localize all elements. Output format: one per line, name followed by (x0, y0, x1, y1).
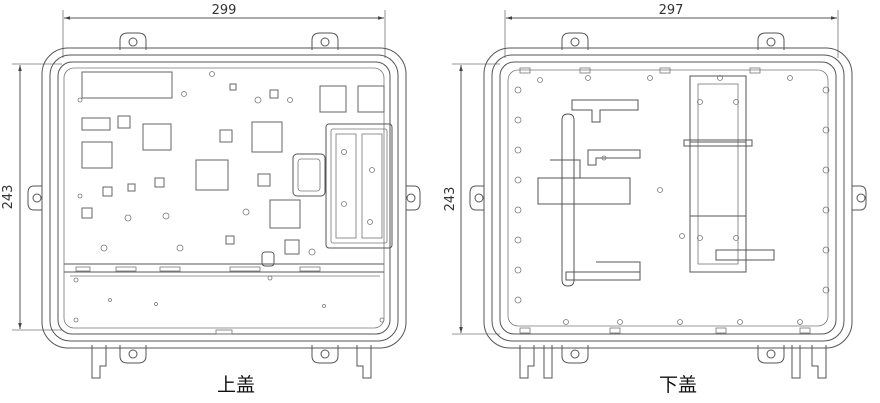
top-cover-cavity (63, 67, 385, 329)
bottom-cover-inner-outline (499, 61, 837, 335)
top-cover-outer-outline (41, 47, 407, 349)
top-cover-caption: 上盖 (217, 374, 255, 396)
top-cover-drawing: 299 243 (1, 3, 421, 396)
bottom-cover-drawing: 297 243 (443, 3, 867, 396)
bottom-cover-mounting-ears (469, 32, 867, 379)
bottom-cover-screw-bosses (514, 67, 830, 334)
top-cover-lower-chamber (64, 251, 385, 335)
bottom-cover-outline-2 (491, 54, 845, 342)
bottom-cover-caption: 下盖 (659, 374, 697, 396)
bottom-cover-outer-outline (483, 47, 853, 349)
top-cover-width-label: 299 (212, 3, 237, 18)
bottom-cover-height-label: 243 (443, 187, 458, 212)
top-cover-outline-2 (49, 54, 399, 342)
top-cover-mounting-ears (27, 32, 421, 379)
bottom-cover-width-label: 297 (659, 3, 684, 18)
top-cover-components (77, 71, 393, 256)
bottom-cover-brackets (537, 75, 775, 287)
top-cover-height-label: 243 (1, 185, 16, 210)
bottom-cover-cavity (507, 69, 829, 327)
